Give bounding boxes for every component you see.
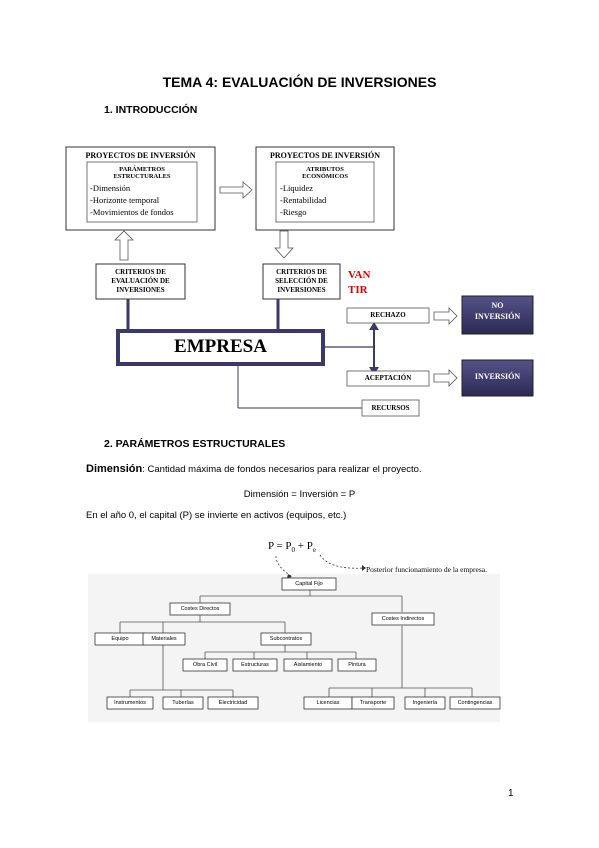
box-right-item: -Liquidez <box>280 183 314 193</box>
label-transporte: Transporte <box>359 700 387 706</box>
box-right-sub2: ECONÓMICOS <box>302 173 348 180</box>
box-left-title: PROYECTOS DE INVERSIÓN <box>85 151 196 160</box>
label-equipo: Equipo <box>111 636 129 642</box>
label-instrumentos: Instrumentos <box>114 700 146 706</box>
box-inversion <box>461 359 534 397</box>
label-tuberias: Tuberías <box>172 700 194 706</box>
box-right-item: -Rentabilidad <box>280 195 327 205</box>
formula-plus: + P <box>295 540 313 552</box>
box-criterios-evaluacion <box>95 263 186 300</box>
label-contingencias: Contingencias <box>457 700 493 706</box>
label-costes-indirectos: Costes Indirectos <box>381 616 425 622</box>
crit-sel-line2: SELECCIÓN DE <box>275 277 328 285</box>
van-label: VAN <box>348 269 371 281</box>
box-left-item: -Dimensión <box>90 183 131 193</box>
dimension-term: Dimensión <box>86 463 143 475</box>
node-pintura <box>337 658 377 672</box>
box-rechazo <box>346 307 430 324</box>
box-left-sub1: PARÁMETROS <box>119 166 165 173</box>
no-inversion-line1: NO <box>491 301 504 310</box>
box-left-item: -Horizonte temporal <box>90 195 160 205</box>
node-costes-directos <box>169 602 231 616</box>
node-costes-indirectos <box>371 612 435 626</box>
box-left-sub2: ESTRUCTURALES <box>113 173 171 180</box>
arrow-down-icon <box>274 230 294 259</box>
box-criterios-seleccion <box>262 263 341 300</box>
label-capital-fijo: Capital Fijo <box>295 581 323 587</box>
node-capital-fijo <box>281 577 337 591</box>
box-left-item: -Movimientos de fondos <box>90 207 174 217</box>
node-contingencias <box>449 696 501 710</box>
arrow-up-icon <box>114 230 134 261</box>
dimension-definition: : Cantidad máxima de fondos necesarios p… <box>142 464 422 475</box>
arrow-right-icon <box>433 369 458 387</box>
label-subcontratos: Subcontratos <box>269 636 303 642</box>
node-transporte <box>351 696 395 710</box>
page-number: 1 <box>508 788 514 799</box>
aceptacion-label: ACEPTACIÓN <box>364 374 412 382</box>
label-aislamiento: Aislamiento <box>293 662 323 668</box>
label-estructuras: Estructuras <box>241 662 269 668</box>
label-ingenieria: Ingeniería <box>412 700 438 706</box>
capital-formula: P = P0 + Pe <box>268 540 316 554</box>
box-right-sub1: ATRIBUTOS <box>306 166 344 173</box>
node-instrumentos <box>106 696 154 710</box>
formula-sub0: 0 <box>291 546 296 555</box>
node-ingenieria <box>404 696 446 710</box>
box-aceptacion <box>346 370 430 387</box>
crit-eval-line1: CRITERIOS DE <box>115 268 166 276</box>
tir-label: TIR <box>348 284 368 296</box>
recursos-label: RECURSOS <box>371 404 410 412</box>
node-obra-civil <box>182 658 228 672</box>
node-tuberias <box>162 696 204 710</box>
empresa-label: EMPRESA <box>174 336 267 357</box>
label-materiales: Materiales <box>151 636 177 642</box>
crit-eval-line3: INVERSIONES <box>116 286 165 294</box>
box-right-title: PROYECTOS DE INVERSIÓN <box>269 151 381 160</box>
formula-sube: e <box>312 546 316 555</box>
section-heading-parametros: 2. PARÁMETROS ESTRUCTURALES <box>104 438 286 450</box>
box-right-item: -Riesgo <box>280 207 307 217</box>
crit-sel-line3: INVERSIONES <box>277 286 326 294</box>
node-aislamiento <box>283 658 333 672</box>
dimension-paragraph: Dimensión: Cantidad máxima de fondos nec… <box>86 463 422 475</box>
label-obra-civil: Obra Civil <box>192 662 218 668</box>
inversion-label: INVERSIÓN <box>474 372 521 381</box>
crit-eval-line2: EVALUACIÓN DE <box>111 277 170 285</box>
label-licencias: Licencias <box>316 700 340 706</box>
node-subcontratos <box>260 632 312 646</box>
node-electricidad <box>207 696 259 710</box>
node-estructuras <box>232 658 278 672</box>
posterior-note: Posterior funcionamiento de la empresa. <box>366 565 488 574</box>
rechazo-label: RECHAZO <box>370 311 406 319</box>
box-recursos <box>361 399 420 417</box>
label-pintura: Pintura <box>348 662 366 668</box>
year0-paragraph: En el año 0, el capital (P) se invierte … <box>86 510 347 521</box>
arrow-right-icon <box>219 181 253 199</box>
box-no-inversion <box>461 295 534 335</box>
no-inversion-line2: INVERSIÓN <box>474 312 521 321</box>
section-heading-introduccion: 1. INTRODUCCIÓN <box>104 104 198 116</box>
formula-p: P = P <box>268 540 292 552</box>
dimension-formula: Dimensión = Inversión = P <box>243 489 356 500</box>
arrow-right-icon <box>433 307 458 325</box>
label-electricidad: Electricidad <box>218 700 248 706</box>
page-title: TEMA 4: EVALUACIÓN DE INVERSIONES <box>162 74 437 90</box>
label-costes-directos: Costes Directos <box>180 606 220 612</box>
node-materiales <box>142 632 186 646</box>
crit-sel-line1: CRITERIOS DE <box>276 268 327 276</box>
